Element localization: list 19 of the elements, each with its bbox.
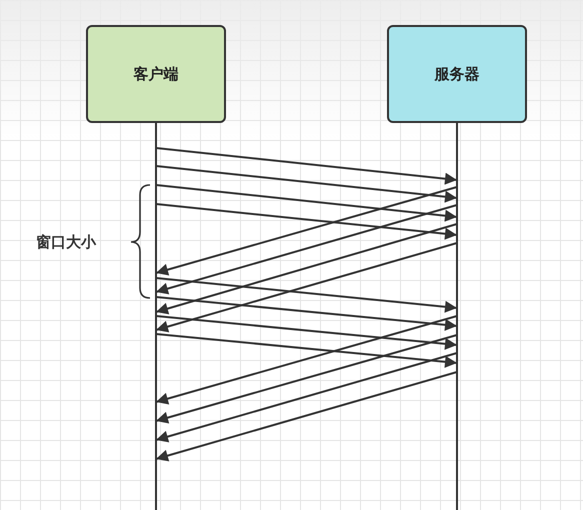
participant-name: 服务器 [434,64,480,84]
arrow [156,334,458,424]
arrow [156,242,458,332]
arrow [156,352,458,442]
arrow [156,203,458,240]
arrow [156,165,458,203]
participant-name: 客户端 [134,64,178,84]
arrow [156,186,458,276]
arrow [156,315,458,404]
arrow [156,296,458,331]
arrow [156,223,458,314]
arrow [156,204,458,294]
arrow [156,147,458,185]
arrow [156,371,458,462]
arrow [156,315,458,350]
arrow [156,184,458,222]
arrow [156,277,458,313]
window-size-label: 窗口大小 [36,233,96,252]
arrow [156,333,458,368]
